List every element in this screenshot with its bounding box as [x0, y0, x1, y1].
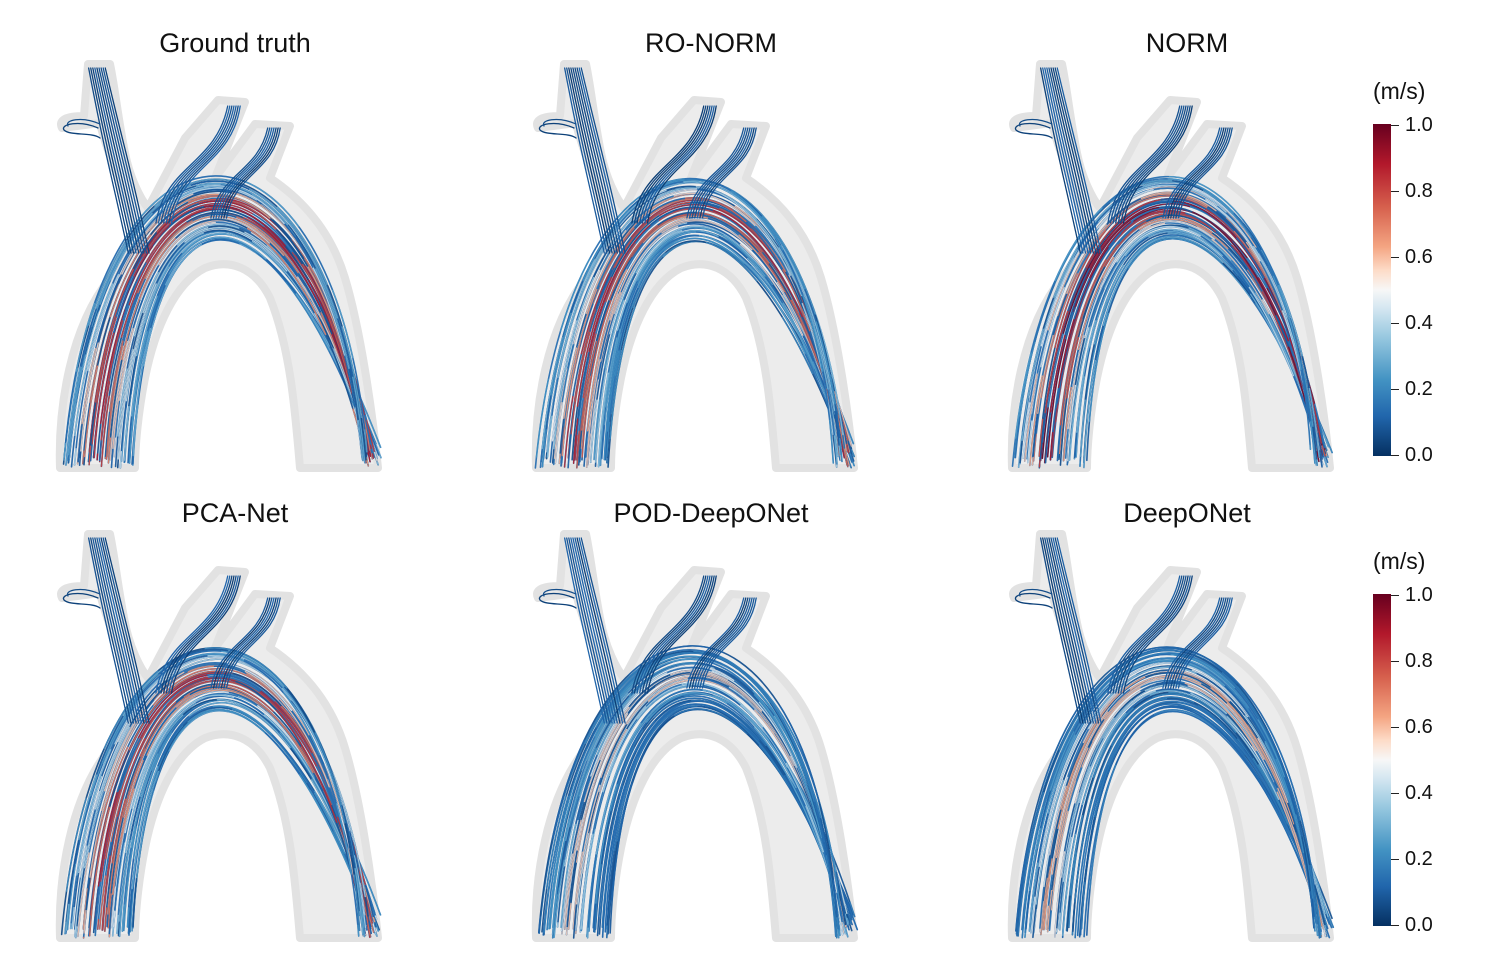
colorbar-bottom: (m/s) 1.0 0.8 0.6 0.4 0.2 0.0	[1373, 548, 1493, 935]
colorbar-tick-label: 1.0	[1405, 114, 1433, 136]
colorbar-tick-label: 0.6	[1405, 716, 1433, 738]
colorbar-tick-label: 0.0	[1405, 444, 1433, 466]
panel-norm: NORM	[952, 28, 1422, 498]
colorbar-tick-label: 0.8	[1405, 180, 1433, 202]
panel-ro-norm: RO-NORM	[476, 28, 946, 498]
panel-ground-truth: Ground truth	[0, 28, 470, 498]
streamline-plot	[531, 60, 858, 472]
colorbar-tick-label: 0.6	[1405, 246, 1433, 268]
panel-deeponet: DeepONet	[952, 498, 1422, 968]
colorbar-tick-label: 0.4	[1405, 782, 1433, 804]
colorbar-tick-label: 0.0	[1405, 914, 1433, 936]
panel-title: RO-NORM	[645, 28, 777, 58]
colorbar-tick-label: 0.2	[1405, 378, 1433, 400]
colorbar-tick-label: 0.4	[1405, 312, 1433, 334]
panel-pca-net: PCA-Net	[0, 498, 470, 968]
streamline-plot	[1007, 60, 1334, 472]
panel-title: POD-DeepONet	[613, 498, 809, 528]
streamline-plot	[55, 530, 382, 942]
streamline-plot	[531, 530, 859, 942]
streamline-plot	[55, 60, 382, 472]
panel-title: Ground truth	[159, 28, 311, 58]
colorbar-unit-label: (m/s)	[1373, 548, 1426, 574]
colorbar-unit-label: (m/s)	[1373, 78, 1426, 104]
colorbar-tick-label: 1.0	[1405, 584, 1433, 606]
colorbar-top: (m/s) 1.0 0.8 0.6 0.4 0.2 0.0	[1373, 78, 1493, 465]
colorbar-tick-label: 0.8	[1405, 650, 1433, 672]
panel-title: DeepONet	[1123, 498, 1251, 528]
colorbar-tick-label: 0.2	[1405, 848, 1433, 870]
panel-title: PCA-Net	[181, 498, 289, 528]
panel-pod-deeponet: POD-DeepONet	[476, 498, 946, 968]
colorbar-gradient	[1373, 124, 1391, 456]
streamline-plot	[1007, 530, 1335, 942]
panel-title: NORM	[1145, 28, 1229, 58]
colorbar-gradient	[1373, 594, 1391, 926]
